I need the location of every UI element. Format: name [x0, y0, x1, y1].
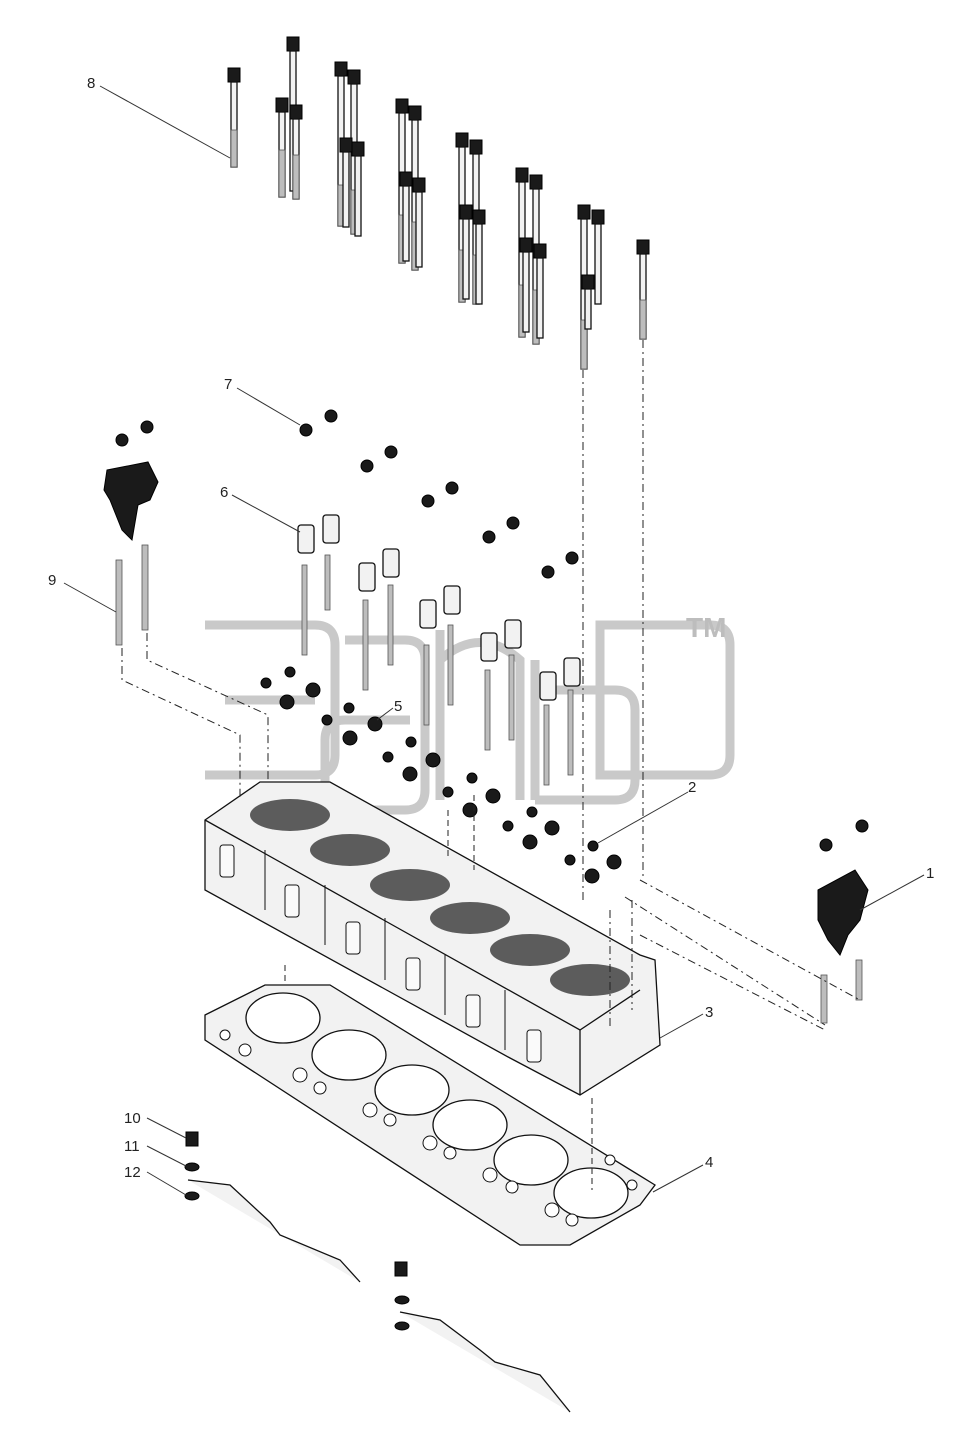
head-bolt [459, 204, 473, 300]
washer [394, 1295, 410, 1305]
banjo-bolt [185, 1131, 199, 1147]
head-bolt [227, 67, 241, 168]
head-bolt [351, 141, 365, 237]
nut [384, 445, 398, 459]
nut [565, 551, 579, 565]
head-bolt [533, 243, 547, 339]
injector-right [817, 819, 869, 1024]
nut [445, 481, 459, 495]
spacer [358, 562, 376, 592]
callout-2: 2 [688, 779, 696, 796]
stud [423, 644, 430, 726]
callout-1: 1 [926, 865, 934, 882]
callouts: 8 7 6 9 5 2 1 3 4 10 11 12 [48, 75, 934, 1196]
stud [508, 654, 515, 741]
stud [387, 584, 394, 666]
head-bolt [472, 209, 486, 305]
head-bolts [227, 36, 650, 370]
head-bolt [412, 177, 426, 268]
callout-3: 3 [705, 1004, 713, 1021]
stud [362, 599, 369, 691]
callout-8: 8 [87, 75, 95, 92]
head-gasket [204, 984, 656, 1246]
spacer [297, 524, 315, 554]
head-bolt [581, 274, 595, 330]
head-bolt [519, 237, 533, 333]
spacer [480, 632, 498, 662]
head-bolt [289, 104, 303, 200]
cylinder-head [204, 781, 661, 1096]
watermark-trademark: TM [686, 612, 726, 643]
valve-parts [260, 666, 622, 884]
nut [324, 409, 338, 423]
nut [299, 423, 313, 437]
injector-left [103, 420, 159, 646]
spacer [382, 548, 400, 578]
callout-5: 5 [394, 698, 402, 715]
stud [567, 689, 574, 776]
callout-12: 12 [124, 1164, 141, 1181]
nut [506, 516, 520, 530]
fuel-lines [184, 1131, 571, 1413]
callout-4: 4 [705, 1154, 713, 1171]
nut [360, 459, 374, 473]
callout-10: 10 [124, 1110, 141, 1127]
spacer [504, 619, 522, 649]
stud [324, 554, 331, 611]
stud [447, 624, 454, 706]
spacer [539, 671, 557, 701]
washer [394, 1321, 410, 1331]
head-bolt [339, 137, 353, 228]
head-bolt [275, 97, 289, 198]
spacer [563, 657, 581, 687]
nut [541, 565, 555, 579]
stud [543, 704, 550, 786]
spacer [443, 585, 461, 615]
head-bolt [399, 171, 413, 262]
callout-6: 6 [220, 484, 228, 501]
head-bolt [636, 239, 650, 340]
washer [184, 1191, 200, 1201]
callout-9: 9 [48, 572, 56, 589]
callout-7: 7 [224, 376, 232, 393]
stud [484, 669, 491, 751]
spacer [322, 514, 340, 544]
washer [184, 1162, 200, 1172]
spacer [419, 599, 437, 629]
stud [301, 564, 308, 656]
head-bolt [591, 209, 605, 305]
banjo-bolt [394, 1261, 408, 1277]
assembly-lines [121, 340, 861, 1190]
callout-11: 11 [124, 1138, 140, 1155]
nut [421, 494, 435, 508]
nut [482, 530, 496, 544]
injector-studs [297, 409, 581, 786]
